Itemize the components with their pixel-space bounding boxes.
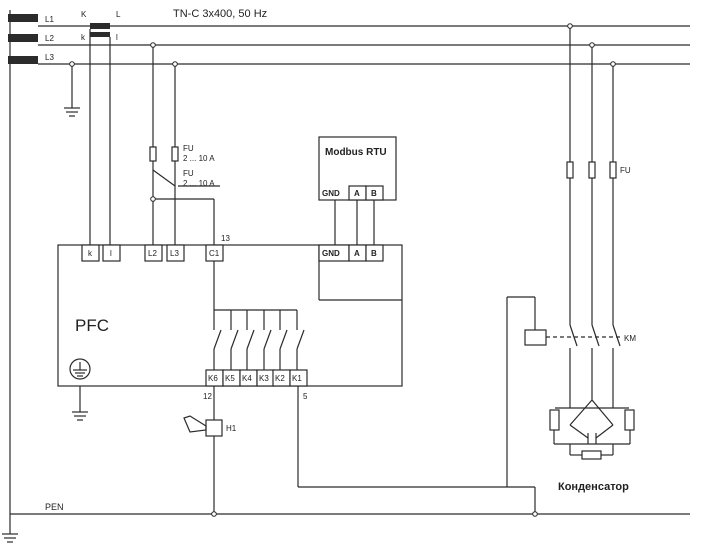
bus-label-l1: L1 (45, 15, 54, 24)
contactor-control-wire (297, 296, 536, 514)
ground-icon-pfc (69, 358, 91, 421)
bus-label-pen: PEN (45, 502, 64, 512)
terminal-k: k (88, 249, 93, 258)
pfc-top-terminals (81, 244, 384, 262)
modbus-title: Modbus RTU (325, 147, 387, 158)
modbus-b-label: B (371, 189, 377, 198)
terminal-k6: K6 (208, 374, 218, 383)
capacitor-bank (549, 399, 635, 460)
ground-icon-ct (64, 64, 80, 117)
alarm-h1 (183, 386, 223, 514)
fuse-3-name: FU (620, 166, 631, 175)
pfc-label: PFC (75, 316, 109, 335)
terminal-k2: K2 (275, 374, 285, 383)
contactor-km (524, 26, 621, 408)
ct-label-k-lower: k (81, 33, 86, 42)
terminal-c1: C1 (209, 249, 220, 258)
terminal-b: B (371, 249, 377, 258)
pfc-bottom-terminals (205, 369, 308, 387)
modbus-gnd-label: GND (322, 189, 340, 198)
relay-contacts (213, 261, 305, 370)
fuse-1-range: 2 ... 10 A (183, 154, 215, 163)
terminal-l2: L2 (148, 249, 157, 258)
fuse-2-range: 2 ... 10 A (183, 179, 215, 188)
pin-13-label: 13 (221, 234, 230, 243)
alarm-label: H1 (226, 424, 237, 433)
terminal-a: A (354, 249, 360, 258)
pfc-controller (57, 244, 403, 387)
ct-label-l-lower: l (116, 33, 118, 42)
ct-label-l-upper: L (116, 10, 121, 19)
capacitor-label: Конденсатор (558, 481, 629, 493)
terminal-k4: K4 (242, 374, 252, 383)
bus-bars (8, 10, 690, 525)
bus-label-l2: L2 (45, 34, 54, 43)
terminal-gnd: GND (322, 249, 340, 258)
fuse-1-name: FU (183, 144, 194, 153)
terminal-l3: L3 (170, 249, 179, 258)
current-transformer (89, 23, 111, 245)
terminal-k5: K5 (225, 374, 235, 383)
pin-5-label: 5 (303, 392, 308, 401)
ground-icon-left (2, 525, 18, 543)
modbus-a-label: A (354, 189, 360, 198)
contactor-label: KM (624, 334, 636, 343)
ct-label-k-upper: K (81, 10, 87, 19)
pin-12-label: 12 (203, 392, 212, 401)
fuse-2-name: FU (183, 169, 194, 178)
diagram-title: TN-C 3x400, 50 Hz (173, 8, 267, 20)
terminal-l: l (110, 249, 112, 258)
voltage-fuse-branch (149, 45, 220, 245)
bus-label-l3: L3 (45, 53, 54, 62)
terminal-k3: K3 (259, 374, 269, 383)
modbus-device (318, 136, 397, 245)
terminal-k1: K1 (292, 374, 302, 383)
